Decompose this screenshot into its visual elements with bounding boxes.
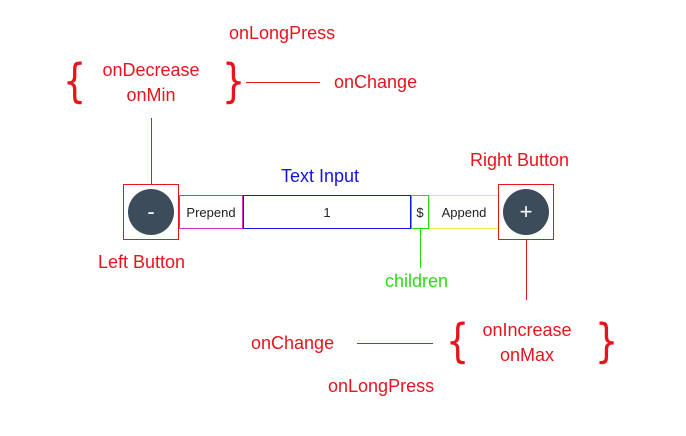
top-decrease-label: onDecrease bbox=[102, 60, 200, 80]
children-label: children bbox=[385, 271, 449, 291]
top-change-label: onChange bbox=[334, 72, 418, 92]
top-right-brace: } bbox=[221, 54, 246, 108]
plus-icon: + bbox=[519, 199, 533, 224]
top-min-label: onMin bbox=[126, 85, 176, 105]
right-button-frame: + bbox=[498, 184, 554, 240]
bottom-long-press-label: onLongPress bbox=[328, 376, 435, 396]
bottom-right-brace: } bbox=[594, 314, 619, 368]
children-connector bbox=[420, 229, 421, 268]
right-button-connector bbox=[526, 240, 527, 300]
right-button-title: Right Button bbox=[470, 150, 570, 170]
left-button-title: Left Button bbox=[98, 252, 186, 272]
children-symbol: $ bbox=[416, 204, 424, 220]
prepend-segment: Prepend bbox=[179, 195, 243, 229]
top-change-connector bbox=[246, 82, 320, 83]
bottom-left-brace: { bbox=[445, 314, 470, 368]
text-input-title: Text Input bbox=[281, 166, 360, 186]
top-left-brace: { bbox=[62, 54, 87, 108]
decrease-button[interactable]: - bbox=[128, 189, 174, 235]
stepper-value-input[interactable] bbox=[243, 195, 411, 229]
left-button-connector bbox=[151, 118, 152, 184]
top-long-press-label: onLongPress bbox=[229, 23, 336, 43]
prepend-label: Prepend bbox=[186, 204, 236, 220]
left-button-frame: - bbox=[123, 184, 179, 240]
bottom-change-label: onChange bbox=[251, 333, 335, 353]
increase-button[interactable]: + bbox=[503, 189, 549, 235]
bottom-increase-label: onIncrease bbox=[482, 320, 572, 340]
children-segment: $ bbox=[411, 195, 429, 229]
append-label: Append bbox=[441, 204, 487, 220]
minus-icon: - bbox=[147, 199, 155, 224]
bottom-change-connector bbox=[357, 343, 433, 344]
bottom-max-label: onMax bbox=[499, 345, 555, 365]
append-segment: Append bbox=[429, 195, 499, 229]
